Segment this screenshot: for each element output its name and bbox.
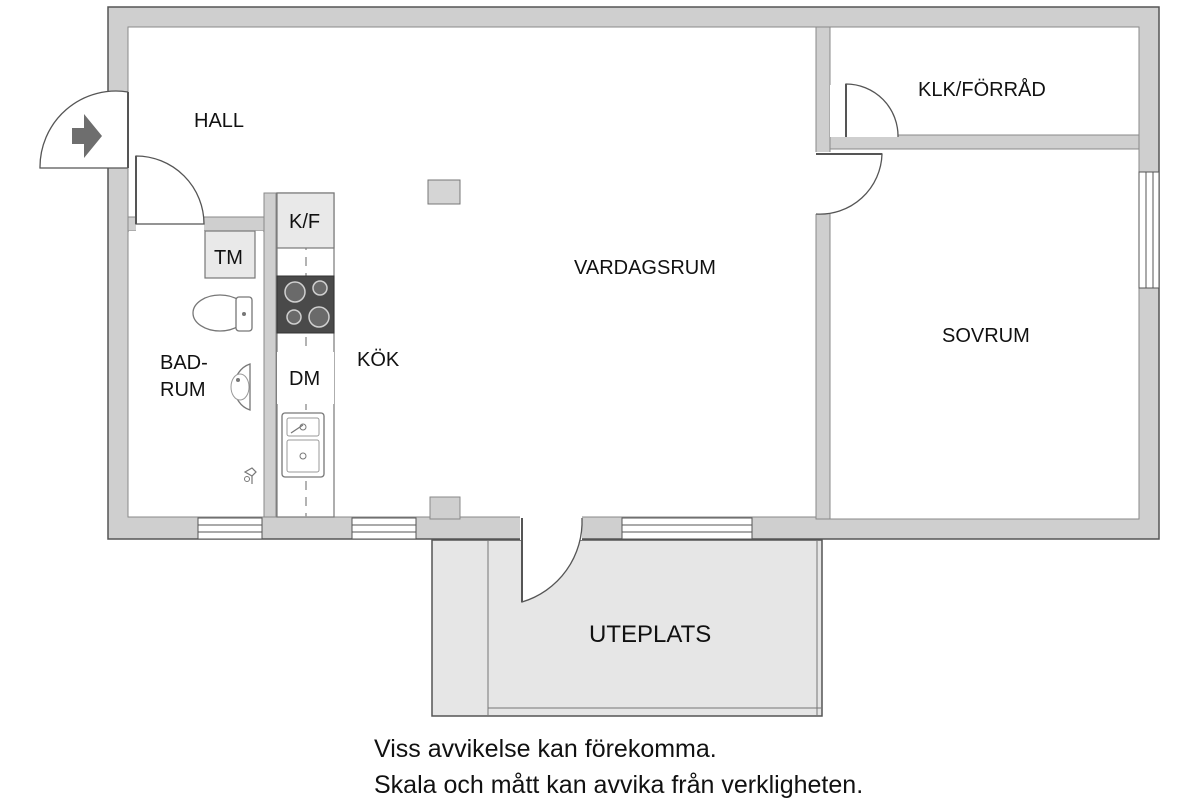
entry-arrow-icon [72,114,102,158]
fixture-label-fridge-freezer: K/F [289,211,320,233]
terrace-floor [431,539,823,717]
fridge-freezer [276,192,335,249]
disclaimer-line-2: Skala och mått kan avvika från verklighe… [374,771,864,799]
hob-icon [276,275,335,334]
room-label-bathroom-line2: RUM [160,379,206,401]
bedroom-floor [829,148,1140,520]
toilet-icon [192,294,253,332]
shower-icon [243,467,257,484]
dishwasher [277,352,334,404]
closet-door-gap [830,85,846,137]
chimney-block [427,179,461,205]
room-label-hall: HALL [194,110,244,132]
bathroom-door-swing [135,155,205,225]
room-label-closet: KLK/FÖRRÅD [918,78,1046,101]
disclaimer-line-1: Viss avvikelse kan förekomma. [374,735,717,763]
room-label-kitchen: KÖK [357,349,400,371]
washbasin-icon [230,363,251,411]
window-living-room [621,517,753,540]
fixture-label-washing-machine: TM [214,247,243,269]
bathroom-wall-right [263,192,277,518]
room-label-bedroom: SOVRUM [942,325,1030,347]
partition-wall [815,26,831,520]
window-bathroom [197,517,263,540]
window-kitchen [351,517,417,540]
terrace-door-swing [521,517,583,603]
bedroom-door-swing [815,153,883,215]
wall-pillar [429,496,461,520]
kitchen-sink-icon [281,412,325,478]
fixture-label-dishwasher: DM [289,368,320,390]
room-label-bathroom-line1: BAD- [160,352,208,374]
closet-bedroom-wall [829,134,1140,150]
window-bedroom [1138,171,1160,289]
room-label-terrace: UTEPLATS [589,621,711,648]
room-label-living-room: VARDAGSRUM [574,257,716,279]
closet-door-swing [845,83,899,138]
washing-machine [204,230,256,279]
